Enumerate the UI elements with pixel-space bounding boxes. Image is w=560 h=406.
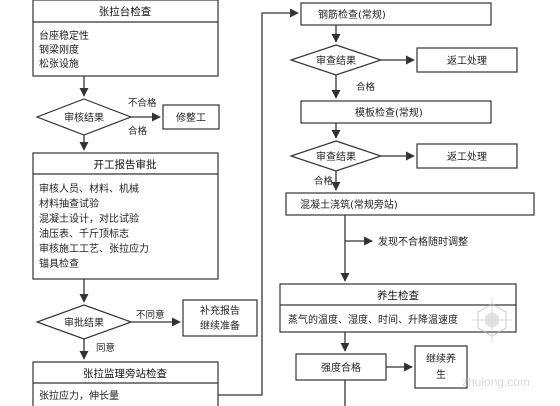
tension-check-box: 张拉台检查 台座稳定性 钢梁刚度 松张设施	[32, 0, 219, 77]
concrete-pour-box: 混凝土浇筑(常规旁站)	[285, 192, 535, 216]
supervision-title: 张拉监理旁站检查	[83, 367, 167, 380]
review-decision-label: 审核结果	[64, 111, 104, 124]
curing-check-title: 养生检查	[377, 289, 419, 302]
supplement-line: 补充报告	[200, 304, 240, 317]
approval-reject-label: 不同意	[136, 309, 165, 321]
review-decision-diamond: 审核结果	[35, 98, 133, 136]
concrete-pour-label: 混凝土浇筑(常规旁站)	[300, 198, 398, 211]
review-pass-label: 合格	[128, 125, 148, 137]
start-report-item: 材料抽查试验	[39, 197, 99, 210]
start-report-item: 混凝土设计，对比试验	[39, 212, 139, 225]
supervision-item: 张拉应力，伸长量	[39, 389, 119, 402]
approval-decision-label: 审批结果	[64, 316, 104, 329]
start-report-item: 审核施工工艺、张拉应力	[39, 242, 149, 255]
rework-box-1: 返工处理	[416, 47, 518, 73]
tension-check-item: 台座稳定性	[39, 29, 89, 42]
formwork-check-label: 模板检查(常规)	[355, 106, 423, 119]
tension-check-item: 松张设施	[39, 57, 79, 70]
approval-agree-label: 同意	[96, 342, 115, 354]
tension-check-item: 钢梁刚度	[39, 43, 79, 56]
continue-curing-box: 继续养 生	[414, 345, 468, 389]
review-result-1-label: 审查结果	[316, 54, 356, 67]
rework-1-label: 返工处理	[447, 55, 487, 67]
supplement-line: 继续准备	[200, 319, 240, 332]
connector-arrow	[218, 8, 299, 396]
approval-decision-diamond: 审批结果	[35, 304, 133, 340]
tension-check-title: 张拉台检查	[99, 5, 152, 18]
curing-check-desc: 蒸气的温度、湿度、时间、升降温速度	[288, 313, 458, 326]
strength-ok-box: 强度合格	[295, 353, 387, 381]
start-report-item: 锚具检查	[39, 257, 79, 270]
pass-1-label: 合格	[356, 81, 376, 93]
continue-curing-line: 生	[436, 368, 446, 381]
formwork-check-box: 模板检查(常规)	[300, 100, 492, 124]
watermark: zhulong.com	[462, 298, 530, 389]
watermark-text: zhulong.com	[462, 375, 530, 389]
adjust-label: 发现不合格随时调整	[378, 235, 468, 248]
rebar-check-box: 钢筋检查(常规)	[300, 2, 492, 26]
rework-box-2: 返工处理	[416, 143, 518, 169]
rebar-check-label: 钢筋检查(常规)	[318, 8, 386, 21]
start-report-item: 油压表、千斤顶标志	[39, 227, 129, 240]
start-report-box: 开工报告审批 审核人员、材料、机械 材料抽查试验 混凝土设计，对比试验 油压表、…	[32, 152, 219, 280]
start-report-item: 审核人员、材料、机械	[39, 182, 139, 195]
review-result-diamond-2: 审查结果	[289, 140, 383, 172]
start-report-title: 开工报告审批	[94, 158, 157, 171]
strength-ok-label: 强度合格	[321, 361, 361, 374]
continue-curing-line: 继续养	[426, 352, 456, 365]
fix-label: 修整工	[176, 111, 206, 124]
review-result-diamond-1: 审查结果	[289, 44, 383, 76]
supplement-box: 补充报告 继续准备	[182, 299, 258, 337]
review-result-2-label: 审查结果	[316, 150, 356, 163]
pass-2-label: 合格	[314, 175, 334, 187]
review-fail-label: 不合格	[128, 97, 157, 109]
rework-2-label: 返工处理	[447, 151, 487, 163]
fix-box: 修整工	[162, 104, 220, 130]
supervision-box: 张拉监理旁站检查 张拉应力，伸长量	[32, 361, 219, 406]
curing-check-box: 养生检查 蒸气的温度、湿度、时间、升降温速度	[279, 283, 517, 333]
watermark-logo-icon	[472, 298, 512, 342]
